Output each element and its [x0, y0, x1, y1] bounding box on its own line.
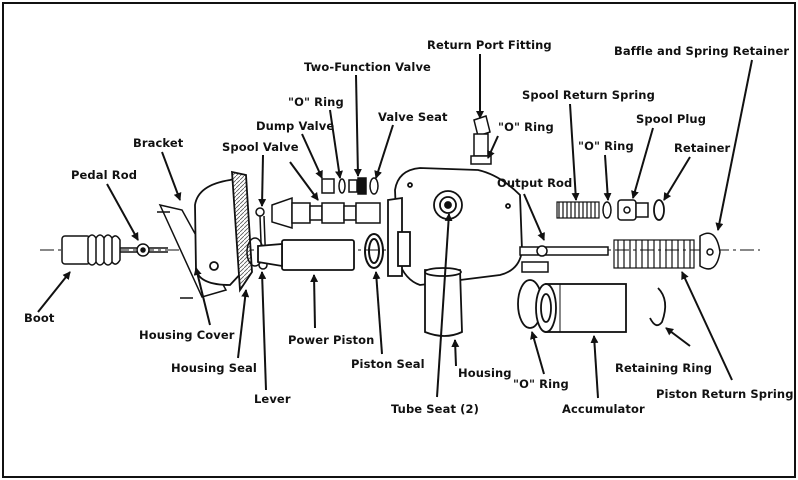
label-valve-seat: Valve Seat: [378, 110, 448, 124]
leader-retainer: [663, 156, 691, 201]
label-baffle-spring-retainer: Baffle and Spring Retainer: [614, 44, 790, 58]
leader-output-rod: [523, 193, 545, 241]
leader-retaining-ring: [665, 327, 691, 347]
label-accumulator: Accumulator: [562, 402, 645, 416]
label-output-rod: Output Rod: [497, 176, 573, 190]
label-power-piston: Power Piston: [288, 333, 375, 347]
leader-o-ring-3: [603, 154, 612, 201]
leader-two-function-valve: [353, 74, 362, 177]
pedal-rod-part: [120, 243, 168, 257]
label-return-port-fitting: Return Port Fitting: [427, 38, 552, 52]
retainer-part: [653, 199, 665, 221]
leader-spool-valve-to-lever-top: [258, 154, 267, 207]
label-bracket: Bracket: [133, 136, 184, 150]
leader-spool-return-spring: [569, 103, 580, 201]
label-housing: Housing: [458, 366, 512, 380]
label-piston-return-spring: Piston Return Spring: [656, 387, 794, 401]
power-piston-part: [257, 239, 355, 271]
retaining-ring-part: [649, 287, 667, 327]
label-o-ring-4: "O" Ring: [513, 377, 569, 391]
leader-power-piston: [310, 274, 319, 329]
spool-return-spring-part: [556, 201, 600, 219]
leader-o-ring-2: [487, 135, 499, 159]
label-o-ring-2: "O" Ring: [498, 120, 554, 134]
leader-pedal-rod: [106, 183, 139, 241]
leader-dump-valve: [301, 133, 323, 179]
leader-valve-seat: [374, 124, 394, 179]
leader-piston-seal: [372, 271, 383, 355]
label-boot: Boot: [24, 311, 55, 325]
piston-return-spring-part: [613, 239, 695, 269]
label-spool-return-spring: Spool Return Spring: [522, 88, 655, 102]
label-pedal-rod: Pedal Rod: [71, 168, 138, 182]
spool-valve-part: [271, 196, 381, 230]
spool-plug-part: [617, 199, 649, 221]
o-ring-small-part: [602, 201, 612, 219]
leader-bracket: [161, 151, 182, 201]
leader-lever: [258, 271, 267, 391]
leader-housing-cover: [193, 267, 211, 326]
accumulator-part: [535, 283, 627, 333]
label-housing-cover: Housing Cover: [139, 328, 235, 342]
label-piston-seal: Piston Seal: [351, 357, 425, 371]
label-o-ring-1: "O" Ring: [288, 95, 344, 109]
label-housing-seal: Housing Seal: [171, 361, 257, 375]
leader-spool-valve: [289, 161, 319, 201]
leader-housing-seal: [237, 289, 250, 359]
label-retaining-ring: Retaining Ring: [615, 361, 713, 375]
housing-part: [387, 167, 523, 337]
leader-piston-return-spring: [681, 271, 733, 381]
leader-boot: [37, 271, 71, 313]
leader-spool-plug: [631, 127, 654, 199]
leader-o-ring-4: [530, 331, 545, 375]
label-two-function-valve: Two-Function Valve: [304, 60, 431, 74]
label-dump-valve: Dump Valve: [256, 119, 335, 133]
valve-stack-part: [321, 177, 379, 195]
output-rod-part: [519, 245, 609, 273]
leader-lines: [37, 54, 753, 399]
label-spool-plug: Spool Plug: [636, 112, 707, 126]
baffle-spring-retainer-part: [699, 232, 721, 270]
label-lever: Lever: [254, 392, 291, 406]
leader-housing: [451, 339, 460, 367]
leader-baffle-spring-retainer: [715, 59, 753, 231]
boot-part: [61, 234, 121, 266]
housing-cover-part: [194, 170, 253, 293]
label-spool-valve: Spool Valve: [222, 140, 299, 154]
label-tube-seat: Tube Seat (2): [391, 402, 479, 416]
piston-seal-part: [364, 233, 384, 269]
label-retainer: Retainer: [674, 141, 731, 155]
label-o-ring-3: "O" Ring: [578, 139, 634, 153]
leader-accumulator: [590, 335, 599, 399]
leader-tube-seat: [436, 213, 453, 398]
leader-o-ring-1: [329, 109, 343, 179]
